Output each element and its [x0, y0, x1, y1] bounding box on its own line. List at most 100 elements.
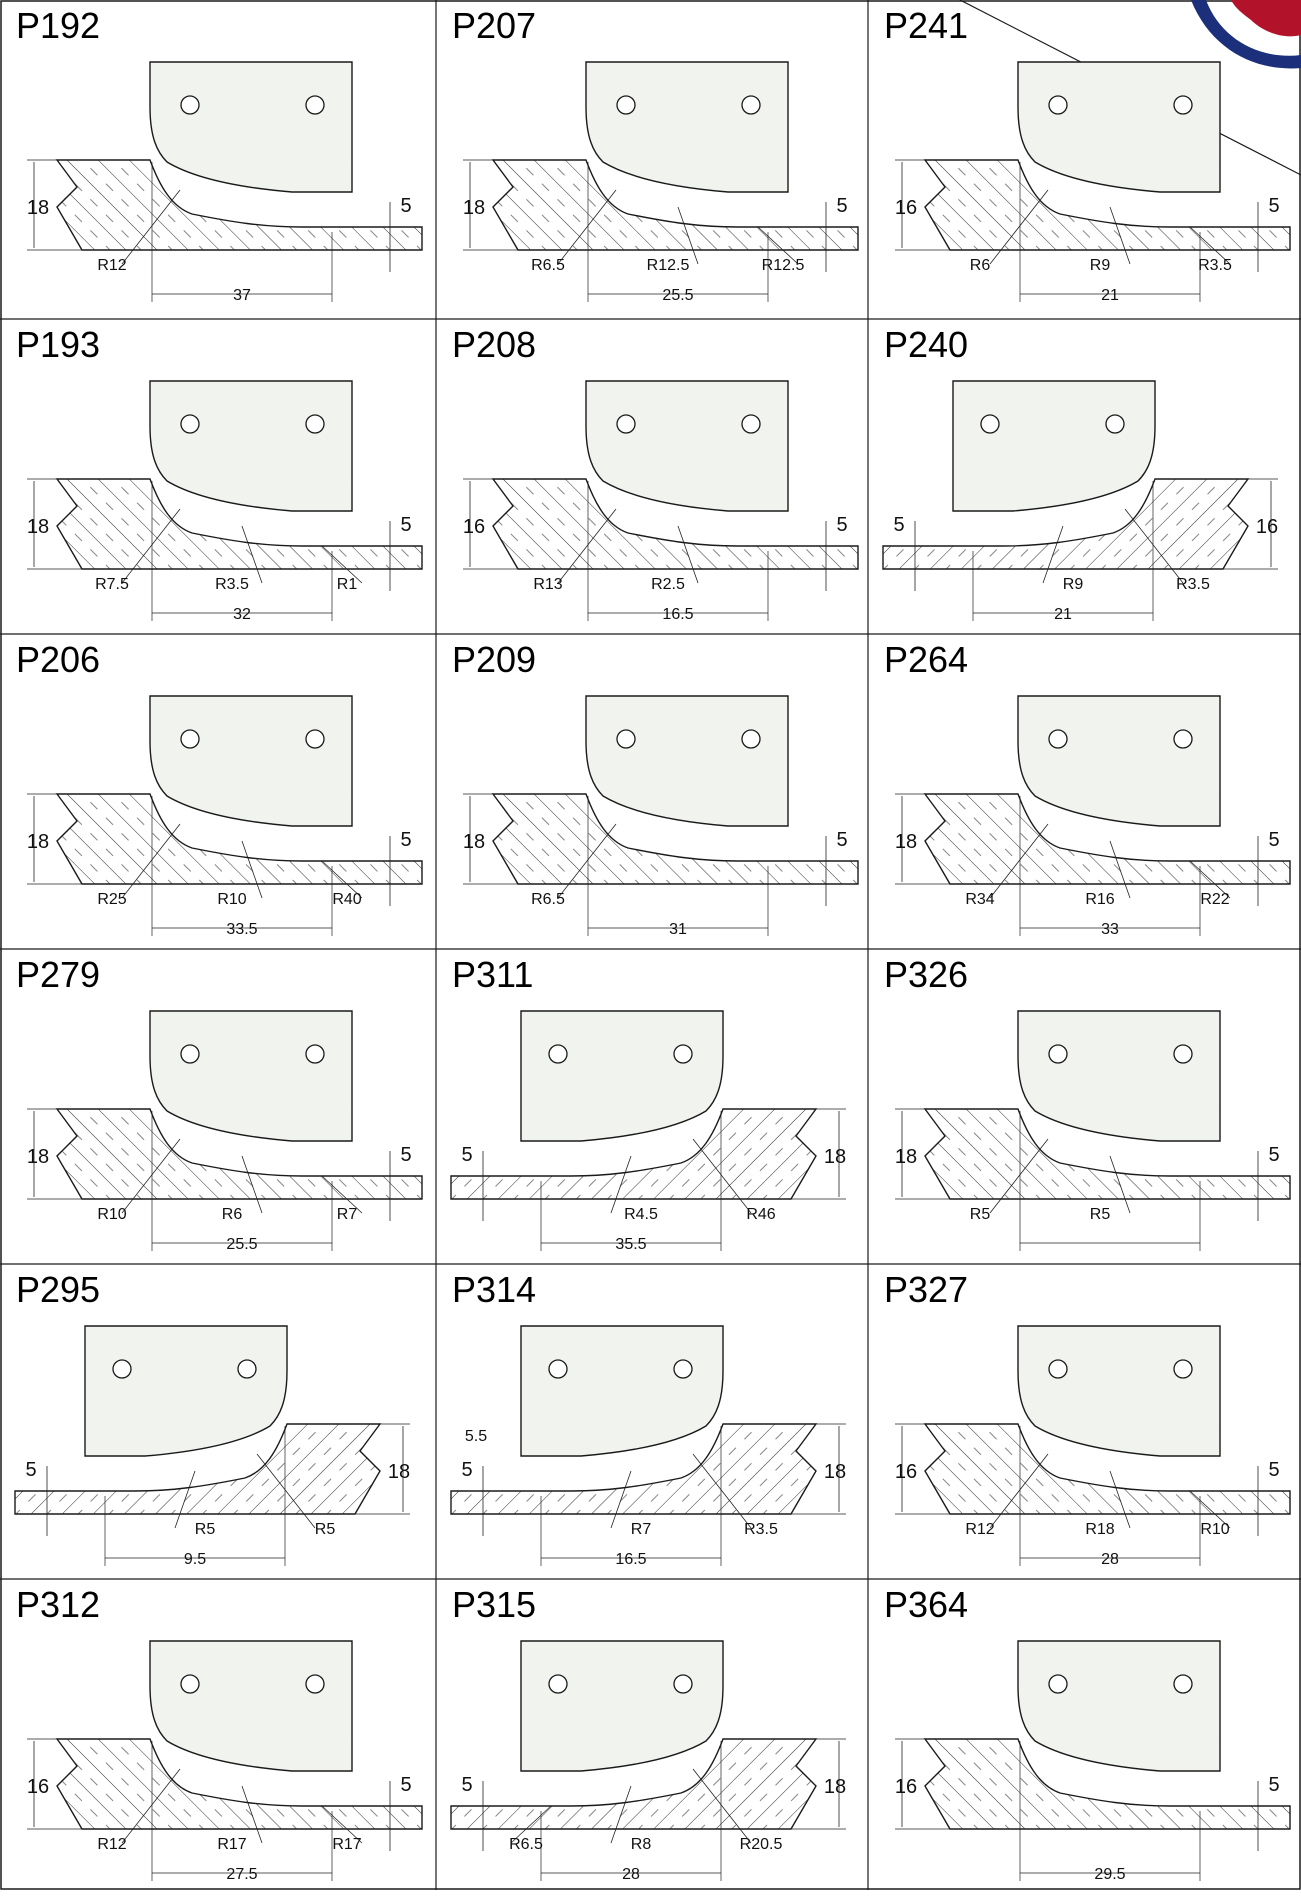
logo-map-red [1231, 0, 1301, 37]
cutter-blade [149, 1010, 353, 1142]
thickness-label: 18 [388, 1461, 410, 1483]
radius-label: R13 [533, 576, 562, 593]
dimension-label: 29.5 [1094, 1866, 1125, 1883]
radius-label: R46 [746, 1206, 775, 1223]
mounting-hole [1173, 1674, 1193, 1694]
radius-label: R5 [970, 1206, 991, 1223]
radius-label: R40 [332, 891, 361, 908]
tongue-label: 5 [461, 1144, 472, 1166]
cutter-blade [149, 61, 353, 193]
dimension-label: 31 [669, 921, 687, 938]
dimension-label: 25.5 [662, 287, 693, 304]
thickness-label: 16 [895, 1461, 917, 1483]
mounting-hole [673, 1359, 693, 1379]
radius-leader [989, 1138, 1049, 1214]
workpiece-section [923, 793, 1291, 885]
mounting-hole [1173, 729, 1193, 749]
mounting-hole [1105, 414, 1125, 434]
radius-label: R5 [1090, 1206, 1111, 1223]
radius-label: R16 [1085, 891, 1114, 908]
radius-leader [1042, 525, 1064, 584]
dimension-label: 33 [1101, 921, 1119, 938]
radius-label: R12.5 [647, 257, 690, 274]
profile-code: P312 [16, 1584, 101, 1625]
workpiece-section [923, 1738, 1291, 1830]
radius-leader [692, 1768, 752, 1844]
profile-code: P295 [16, 1269, 101, 1310]
dimension-label: 33.5 [226, 921, 257, 938]
profile-code: P207 [452, 5, 537, 46]
radius-label: R1 [337, 576, 358, 593]
thickness-label: 18 [27, 197, 49, 219]
workpiece-section [450, 1423, 818, 1515]
radius-leader [321, 545, 363, 584]
radius-leader [241, 840, 263, 899]
thickness-label: 18 [463, 197, 485, 219]
workpiece-section [491, 159, 859, 251]
radius-label: R18 [1085, 1521, 1114, 1538]
mounting-hole [180, 95, 200, 115]
radius-leader [610, 1785, 632, 1844]
workpiece-section [923, 1423, 1291, 1515]
profile-code: P314 [452, 1269, 537, 1310]
radius-label: R6 [970, 257, 991, 274]
tongue-label: 5 [836, 195, 847, 217]
radius-label: R6.5 [509, 1836, 543, 1853]
mounting-hole [616, 414, 636, 434]
radius-leader [677, 525, 699, 584]
cutter-blade [585, 61, 789, 193]
dimension-label: 25.5 [226, 1236, 257, 1253]
mounting-hole [1048, 1044, 1068, 1064]
dimension-label: 28 [1101, 1551, 1119, 1568]
thickness-label: 16 [27, 1776, 49, 1798]
radius-leader [1189, 860, 1231, 899]
workpiece-section [923, 159, 1291, 251]
cutter-blade [149, 380, 353, 512]
radius-leader [1124, 508, 1184, 584]
mounting-hole [616, 729, 636, 749]
workpiece-section [55, 793, 423, 885]
profile-code: P192 [16, 5, 101, 46]
radius-leader [321, 860, 363, 899]
tongue-label: 5 [893, 514, 904, 536]
profile-code: P206 [16, 639, 101, 680]
radius-label: R5 [315, 1521, 336, 1538]
mounting-hole [1173, 95, 1193, 115]
logo-swoosh-blue [1191, 0, 1301, 69]
workpiece-section [55, 1108, 423, 1200]
workpiece-section [491, 478, 859, 570]
mounting-hole [180, 414, 200, 434]
radius-leader [121, 1768, 181, 1844]
cutter-blade [1017, 695, 1221, 827]
dimension-label: 27.5 [226, 1866, 257, 1883]
radius-label: R3.5 [1198, 257, 1232, 274]
radius-leader [121, 823, 181, 899]
radius-label: R9 [1063, 576, 1084, 593]
thickness-label: 18 [895, 1146, 917, 1168]
tongue-label: 5 [400, 1144, 411, 1166]
tongue-label: 5 [1268, 1774, 1279, 1796]
profile-code: P264 [884, 639, 969, 680]
dimension-label: 21 [1054, 606, 1072, 623]
profile-geometry [27, 1010, 423, 1251]
radius-label: R6.5 [531, 891, 565, 908]
thickness-label: 16 [463, 516, 485, 538]
profile-geometry [895, 1640, 1291, 1881]
cutter-blade [585, 380, 789, 512]
radius-leader [174, 1470, 196, 1529]
radius-leader [121, 508, 181, 584]
radius-leader [1109, 1470, 1131, 1529]
